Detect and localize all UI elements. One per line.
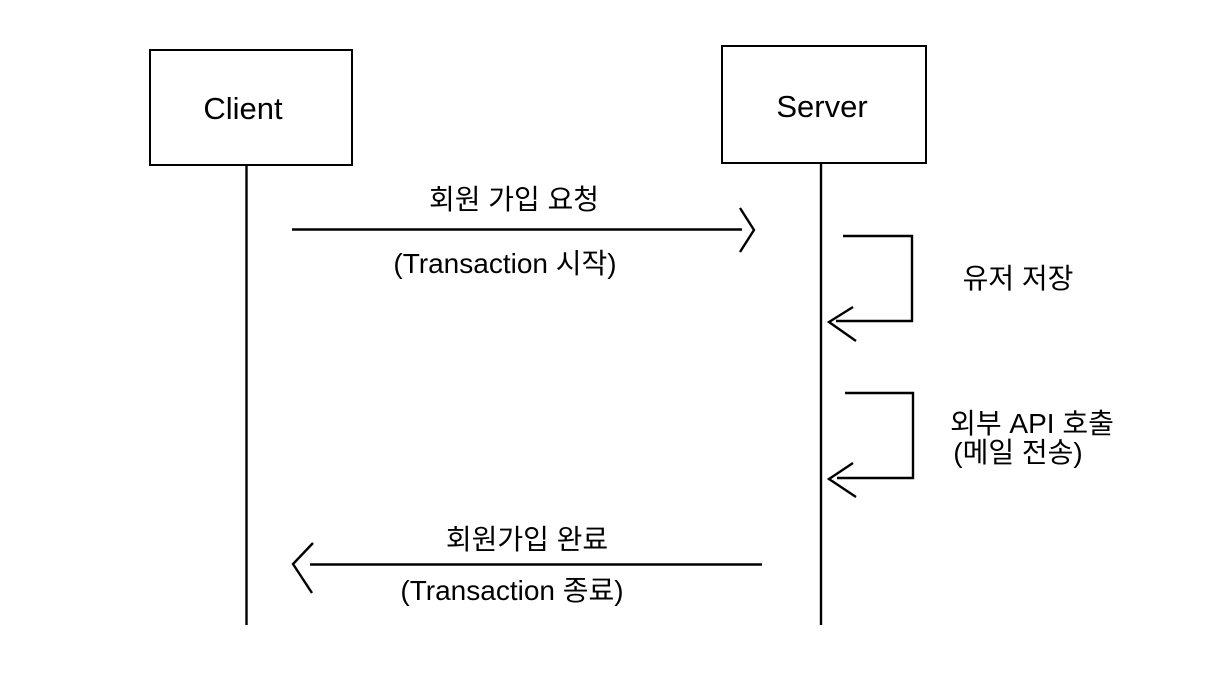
transaction-end-label: (Transaction 종료) (400, 575, 623, 606)
server-actor-box (721, 45, 927, 164)
arrowhead-right-icon (738, 207, 756, 253)
server-actor-label: Server (776, 89, 867, 124)
signup-request-label: 회원 가입 요청 (429, 184, 599, 215)
transaction-start-label: (Transaction 시작) (393, 248, 616, 279)
arrowhead-left-icon (826, 305, 857, 342)
client-actor-box (149, 49, 353, 166)
signup-complete-label: 회원가입 완료 (446, 524, 608, 555)
arrowhead-left-icon (291, 542, 314, 594)
external-api-call-label: 외부 API 호출 (950, 408, 1114, 439)
save-user-loop-line (836, 234, 914, 323)
arrowhead-left-icon (826, 462, 857, 498)
mail-send-label: (메일 전송) (953, 437, 1082, 468)
external-api-loop-line (837, 391, 915, 480)
client-actor-label: Client (203, 91, 283, 126)
save-user-label: 유저 저장 (963, 263, 1074, 294)
